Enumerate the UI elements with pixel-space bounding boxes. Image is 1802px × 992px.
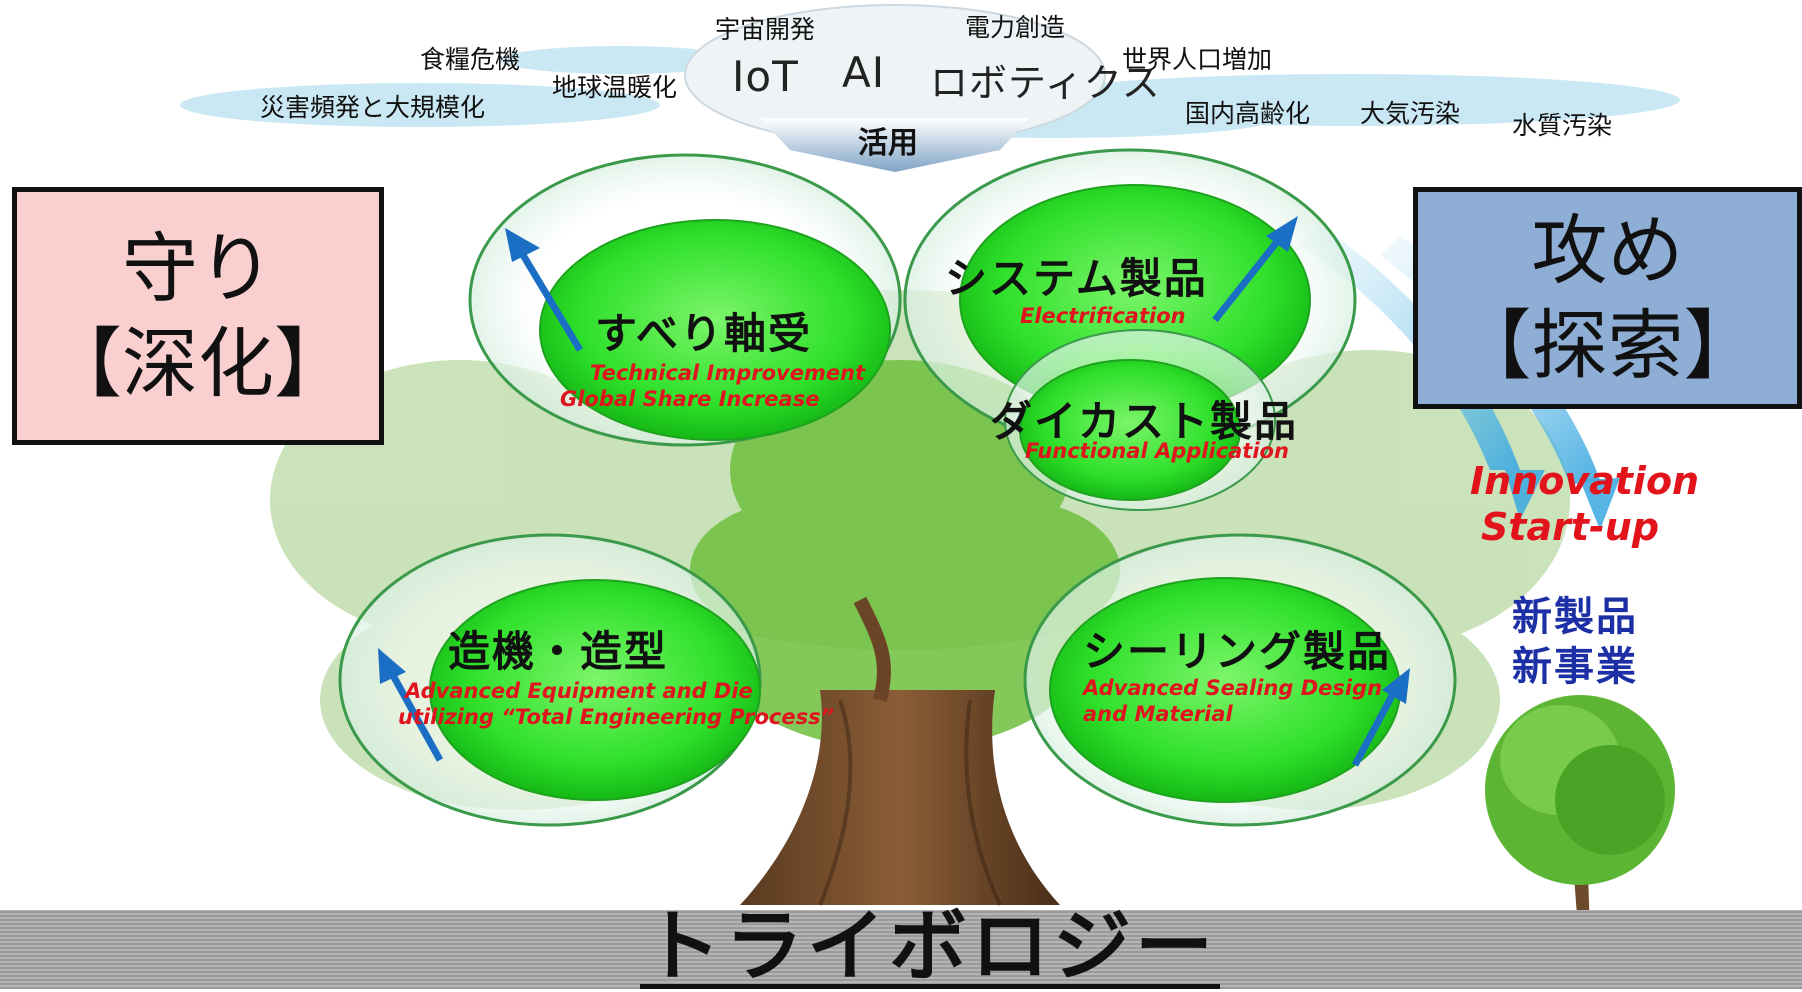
offense-box: 攻め 【探索】 [1413, 187, 1802, 409]
systems-sub1: Electrification [1020, 304, 1186, 328]
defense-title: 守り [122, 224, 274, 313]
offense-title: 攻め [1531, 206, 1684, 295]
mid-canopy [690, 360, 1120, 750]
new-business: 新事業 [1512, 644, 1638, 690]
innovation-line2: Start-up [1480, 505, 1660, 549]
utilize-label: 活用 [858, 126, 918, 161]
circle-sealing [1023, 533, 1457, 827]
machines-title: 造機・造型 [448, 627, 669, 676]
innovation-line1: Innovation [1470, 459, 1700, 503]
tech-ai: AI [842, 48, 886, 97]
defense-subtitle: 【深化】 [46, 319, 350, 408]
sealing-sub2: and Material [1083, 702, 1233, 726]
small-tree [1485, 695, 1675, 930]
diecast-sub1: Functional Application [1025, 439, 1289, 463]
cloud-word-population: 世界人口増加 [1122, 45, 1273, 74]
cloud-word-aging: 国内高齢化 [1185, 99, 1311, 128]
tribology-title: トライボロジー [640, 905, 1220, 989]
bearings-title: すべり軸受 [595, 309, 813, 358]
offense-subtitle: 【探索】 [1455, 301, 1760, 390]
tech-iot: IoT [732, 52, 799, 101]
machines-sub1: Advanced Equipment and Die [405, 679, 753, 703]
new-products: 新製品 [1512, 594, 1638, 640]
machines-sub2: utilizing “Total Engineering Process” [398, 705, 835, 729]
cloud-word-food: 食糧危機 [420, 45, 521, 74]
sealing-sub1: Advanced Sealing Design [1083, 676, 1383, 700]
cloud-word-air-pollution: 大気汚染 [1360, 99, 1461, 128]
circle-systems [903, 148, 1357, 511]
defense-box: 守り 【深化】 [12, 187, 384, 445]
innovation-label: Innovation Start-up [1470, 458, 1700, 550]
circle-bearings [468, 153, 902, 447]
circle-machines [338, 533, 762, 827]
cloud-word-power: 電力創造 [965, 13, 1066, 42]
new-business-label: 新製品 新事業 [1500, 592, 1650, 692]
tech-robotics: ロボティクス [930, 61, 1161, 105]
cloud-word-disasters: 災害頻発と大規模化 [260, 93, 486, 122]
cloud-word-space-dev: 宇宙開発 [715, 15, 816, 44]
systems-title: システム製品 [945, 254, 1208, 303]
bearings-sub2: Global Share Increase [560, 387, 820, 411]
bearings-sub1: Technical Improvement [590, 361, 866, 385]
cloud-word-water-pollution: 水質汚染 [1512, 111, 1613, 140]
diecast-title: ダイカスト製品 [990, 397, 1299, 446]
sealing-title: シーリング製品 [1083, 627, 1392, 676]
cloud-word-warming: 地球温暖化 [552, 73, 678, 102]
ground-band [0, 910, 1802, 989]
